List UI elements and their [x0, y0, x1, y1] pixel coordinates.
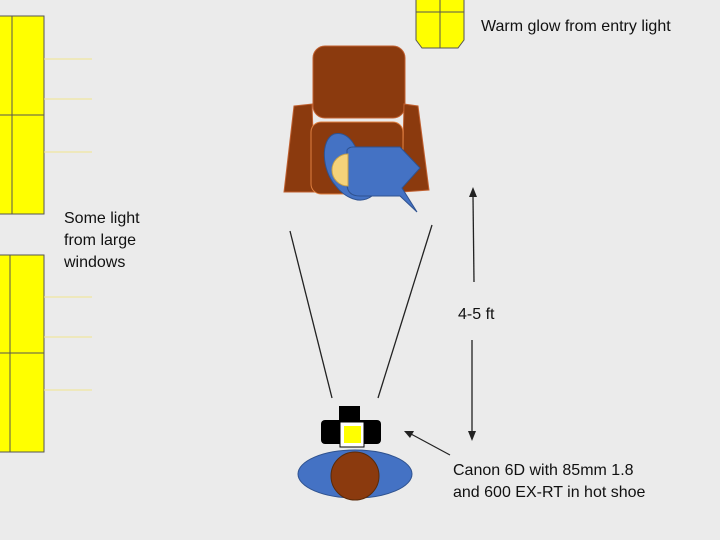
distance-arrow	[468, 187, 477, 441]
window-bottom	[0, 254, 92, 453]
subject-person	[323, 133, 421, 213]
camera-label: Canon 6D with 85mm 1.8 and 600 EX-RT in …	[453, 462, 646, 501]
windows-label: Some light from large windows	[64, 210, 140, 271]
camera-pointer-arrow	[404, 431, 451, 456]
photographer-person	[297, 449, 413, 501]
entry-light-label: Warm glow from entry light	[481, 18, 671, 35]
distance-label: 4-5 ft	[458, 306, 495, 323]
fov-line-left	[289, 230, 333, 399]
fov-line-right	[377, 224, 433, 399]
camera-icon	[321, 406, 381, 448]
window-top	[0, 15, 92, 215]
entry-light-icon	[415, 0, 465, 49]
